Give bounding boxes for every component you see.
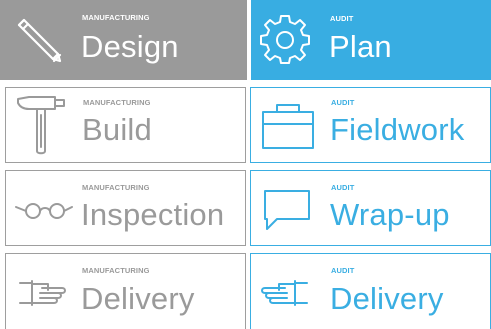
step-title: Fieldwork bbox=[330, 112, 465, 147]
manufacturing-step-build: MANUFACTURING Build bbox=[5, 87, 246, 163]
hand-icon bbox=[18, 279, 72, 309]
step-title: Inspection bbox=[81, 197, 225, 232]
step-category-label: AUDIT bbox=[331, 98, 355, 107]
step-title: Delivery bbox=[81, 281, 195, 316]
step-category-label: AUDIT bbox=[331, 266, 355, 275]
step-category-label: MANUFACTURING bbox=[83, 98, 151, 107]
speech-bubble-icon bbox=[263, 189, 311, 231]
manufacturing-step-design: MANUFACTURING Design bbox=[0, 0, 247, 80]
glasses-icon bbox=[14, 201, 74, 221]
step-category-label: MANUFACTURING bbox=[82, 183, 150, 192]
step-category-label: MANUFACTURING bbox=[82, 266, 150, 275]
step-category-label: AUDIT bbox=[331, 183, 355, 192]
audit-step-wrap-up: AUDIT Wrap-up bbox=[250, 170, 491, 246]
manufacturing-step-inspection: MANUFACTURING Inspection bbox=[5, 170, 246, 246]
audit-step-delivery: AUDIT Delivery bbox=[250, 253, 491, 329]
hand-icon bbox=[255, 279, 309, 309]
pencil-icon bbox=[14, 14, 64, 64]
step-category-label: AUDIT bbox=[330, 14, 354, 23]
step-title: Wrap-up bbox=[330, 197, 450, 232]
audit-step-plan: AUDIT Plan bbox=[251, 0, 491, 80]
step-category-label: MANUFACTURING bbox=[82, 13, 150, 22]
step-title: Build bbox=[82, 112, 152, 147]
hammer-icon bbox=[15, 95, 67, 157]
audit-step-fieldwork: AUDIT Fieldwork bbox=[250, 87, 491, 163]
step-title: Design bbox=[81, 29, 179, 64]
manufacturing-step-delivery: MANUFACTURING Delivery bbox=[5, 253, 246, 329]
step-title: Plan bbox=[329, 29, 392, 64]
step-title: Delivery bbox=[330, 281, 444, 316]
toolbox-icon bbox=[261, 102, 315, 150]
gear-icon bbox=[260, 15, 310, 65]
